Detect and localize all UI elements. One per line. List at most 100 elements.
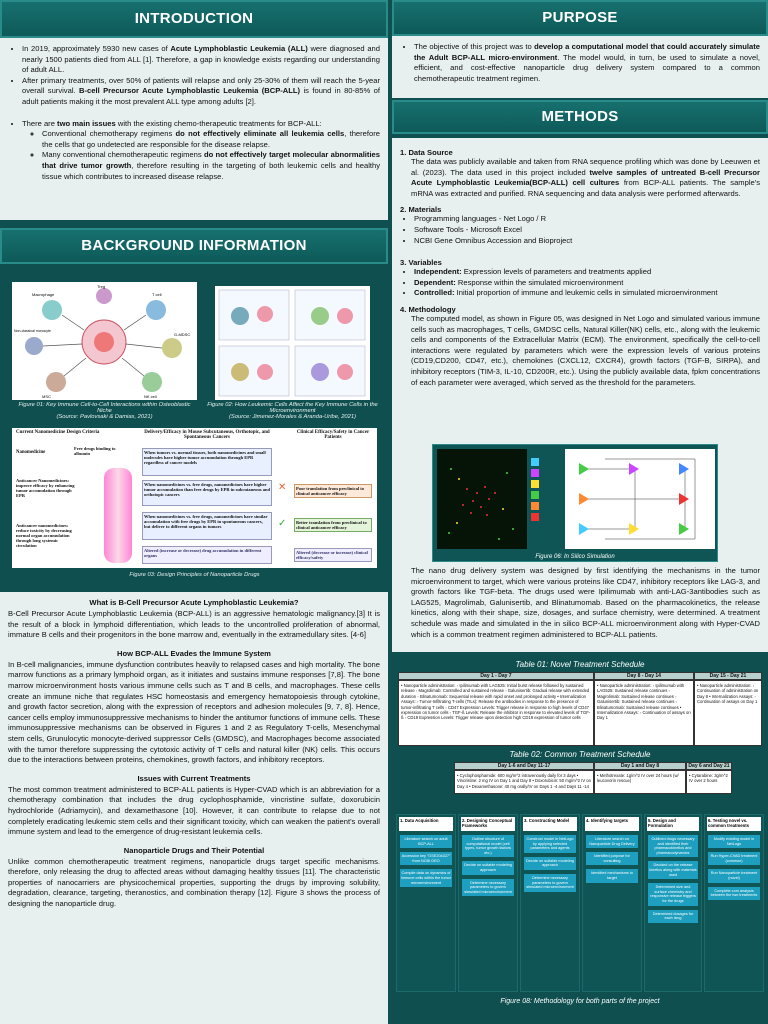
fig3-cross-icon: ✕ [278, 482, 287, 493]
table-01-header-3: Day 15 - Day 21 [694, 672, 762, 680]
immune-niche-diagram: Treg Macrophage T cell Non-classical mon… [14, 284, 190, 399]
table-02-cell-2: • Methotrexate: 1g/m^2 IV over 24 hours … [594, 770, 686, 794]
purpose-panel: The objective of this project was to dev… [392, 36, 768, 98]
flow-step: Decide on suitable modeling approach [462, 861, 514, 875]
flow-step: Decide on suitable modeling approach [524, 856, 576, 870]
figure-02-caption: Figure 02: How Leukemic Cells Affect the… [207, 402, 378, 420]
methods-data-source: The data was publicly available and take… [411, 157, 760, 198]
table-01-cell-2: • Nanoparticle administration: ◦ Ipilimu… [594, 680, 694, 746]
bg-paragraph-4: Unlike common chemotherapeutic treatment… [8, 856, 380, 909]
fig3-header-mid: Delivery/Efficacy in Mouse Subcutaneous,… [144, 430, 270, 440]
flow-step: Identified mechanisms to target [586, 869, 638, 883]
purpose-bullet: The objective of this project was to dev… [414, 42, 760, 84]
fig3-mid-2: When nanomedicines vs. free drugs, nanom… [142, 480, 272, 506]
figure-03-caption: Figure 03: Design Principles of Nanopart… [129, 572, 260, 578]
table-01-header-2: Day 8 - Day 14 [594, 672, 694, 680]
network-diagram [579, 458, 696, 540]
figure-06-box: Figure 06: In Silico Simulation [432, 444, 718, 562]
table-02-title: Table 02: Common Treatment Schedule [509, 750, 651, 759]
left-column: INTRODUCTION In 2019, approximately 5930… [0, 0, 388, 1024]
flow-step: Compile data on dynamics of immune cells… [400, 869, 452, 888]
fig1-label-tcell: T cell [152, 292, 162, 297]
variable-dependent: Dependent: Response within the simulated… [414, 278, 760, 289]
intro-bullet-3: There are two main issues with the exist… [22, 119, 380, 183]
flow-column-6: 6. Testing novel vs. common treatments M… [704, 814, 764, 992]
right-column: PURPOSE The objective of this project wa… [392, 0, 768, 1024]
flow-step: Accession key "GSE204327" from NCBI GEO [400, 852, 452, 866]
flow-column-head: 6. Testing novel vs. common treatments [707, 817, 761, 831]
material-item: Software Tools - Microsoft Excel [414, 225, 760, 236]
simulation-legend [531, 455, 561, 545]
flow-column-head: 3. Constructing Model [523, 817, 577, 831]
flow-step: Determined size and surface chemistry an… [648, 883, 698, 906]
intro-sub-2: Many conventional chemotherapeutic regim… [42, 150, 380, 182]
fig3-header-right: Clinical Efficacy/Safety in Cancer Patie… [296, 430, 370, 440]
flow-column-1: 1. Data Acquisition Literature search on… [396, 814, 456, 992]
methodology-flowchart: 1. Data Acquisition Literature search on… [396, 814, 764, 992]
flow-column-head: 2. Designing Conceptual Frameworks [461, 817, 515, 831]
flow-step: Identified purpose for consulting [586, 852, 638, 866]
methods-section-1-title: 1. Data Source [400, 148, 453, 157]
table-02-header-2: Day 1 and Day 8 [594, 762, 686, 770]
material-item: NCBI Gene Omnibus Accession and Bioproje… [414, 236, 760, 247]
flow-step: Determine necessary parameters to govern… [524, 873, 576, 892]
background-figure-area: Treg Macrophage T cell Non-classical mon… [0, 270, 388, 588]
simulation-view [437, 449, 527, 549]
simulation-dots [448, 468, 514, 540]
flow-step: Decided on the release kinetics along wi… [648, 861, 698, 880]
variable-controlled: Controlled: Initial proportion of immune… [414, 288, 760, 299]
table-02-header-3: Day 6 and Day 21 [686, 762, 732, 770]
fig3-right-2: Better translation from preclinical to c… [294, 518, 372, 532]
intro-header: INTRODUCTION [0, 0, 388, 38]
background-text-panel: What is B-Cell Precursor Acute Lymphobla… [0, 592, 388, 1024]
figure-01-caption: Figure 01: Key Immune Cell-to-Cell Inter… [18, 402, 191, 420]
purpose-header: PURPOSE [392, 0, 768, 36]
flow-step: Outline structure of computational model… [462, 835, 514, 858]
flow-column-head: 1. Data Acquisition [399, 817, 453, 831]
flow-step: Literature search on Nanoparticle Drug D… [586, 835, 638, 849]
fig3-left-3: Anticancer Nanomedicines: improve effica… [16, 478, 75, 498]
fig3-check-icon: ✓ [278, 518, 287, 529]
bg-paragraph-1: B-Cell Precursor Acute Lymphoblastic Leu… [8, 609, 380, 640]
flow-step: Literature search on adult BCP-ALL [400, 835, 452, 849]
bg-heading-4: Nanoparticle Drugs and Their Potential [123, 845, 265, 855]
methods-section-3-title: 3. Variables [400, 258, 442, 268]
flow-column-head: 5. Design and Formulation [647, 817, 699, 831]
table-02-cell-1: • Cyclophosphamide: 600 mg/m^2 intraveno… [454, 770, 594, 794]
background-header: BACKGROUND INFORMATION [0, 228, 388, 264]
methods-panel: 1. Data Source The data was publicly ava… [392, 138, 768, 652]
flow-step: Run Nanoparticle treatment (novel) [708, 869, 760, 883]
variable-independent: Independent: Expression levels of parame… [414, 267, 760, 278]
table-01-title: Table 01: Novel Treatment Schedule [515, 660, 645, 669]
flow-column-4: 4. Identifying targets Literature search… [582, 814, 642, 992]
methods-header: METHODS [392, 100, 768, 134]
flow-column-2: 2. Designing Conceptual Frameworks Outli… [458, 814, 518, 992]
table-02-cell-3: • Cytarabine: 3g/m^2 IV over 2 hours [686, 770, 732, 794]
flow-step: Outlined drugs necessary and identified … [648, 835, 698, 858]
intro-sub-1: Conventional chemotherapy regimens do no… [42, 129, 380, 150]
methods-section-4-title: 4. Methodology [400, 304, 456, 314]
figure-08-caption: Figure 08: Methodology for both parts of… [500, 998, 660, 1005]
fig1-label-msc: MSC [42, 394, 51, 399]
bg-heading-3: Issues with Current Treatments [137, 773, 251, 783]
table-02-header-1: Day 1-6 and Day 11-17 [454, 762, 594, 770]
flow-column-5: 5. Design and Formulation Outlined drugs… [644, 814, 702, 992]
fig3-left-4: Anticancer nanomedicines: reduce toxicit… [16, 523, 72, 548]
table-01-header-1: Day 1 - Day 7 [398, 672, 594, 680]
methods-methodology-p1: The computed model, as shown in Figure 0… [411, 313, 760, 387]
fig1-label-monocyte: Non-classical monocyte [14, 329, 51, 333]
fig3-right-1: Poor translation from preclinical to cli… [294, 484, 372, 498]
intro-bullet-2: After primary treatments, over 50% of pa… [22, 76, 380, 108]
fig3-vessel [104, 468, 132, 563]
table-01-cell-1: • Nanoparticle administration: ◦ Ipilimu… [398, 680, 594, 746]
figure-01-image: Treg Macrophage T cell Non-classical mon… [12, 282, 197, 400]
flow-step: Complete com analysis between the two tr… [708, 886, 760, 900]
fig1-label-nk: NK cell [144, 394, 157, 399]
methods-methodology-p2: The nano drug delivery system was design… [411, 566, 760, 639]
fig3-mid-3: When nanomedicines vs. free drugs, nanom… [142, 512, 272, 540]
flow-step: Modify existing model in NetLogo [708, 835, 760, 849]
flow-column-head: 4. Identifying targets [585, 817, 639, 831]
tables-area: Table 01: Novel Treatment Schedule Day 1… [392, 654, 768, 1024]
material-item: Programming languages - Net Logo / R [414, 214, 760, 225]
fig1-label-macrophage: Macrophage [32, 292, 55, 297]
